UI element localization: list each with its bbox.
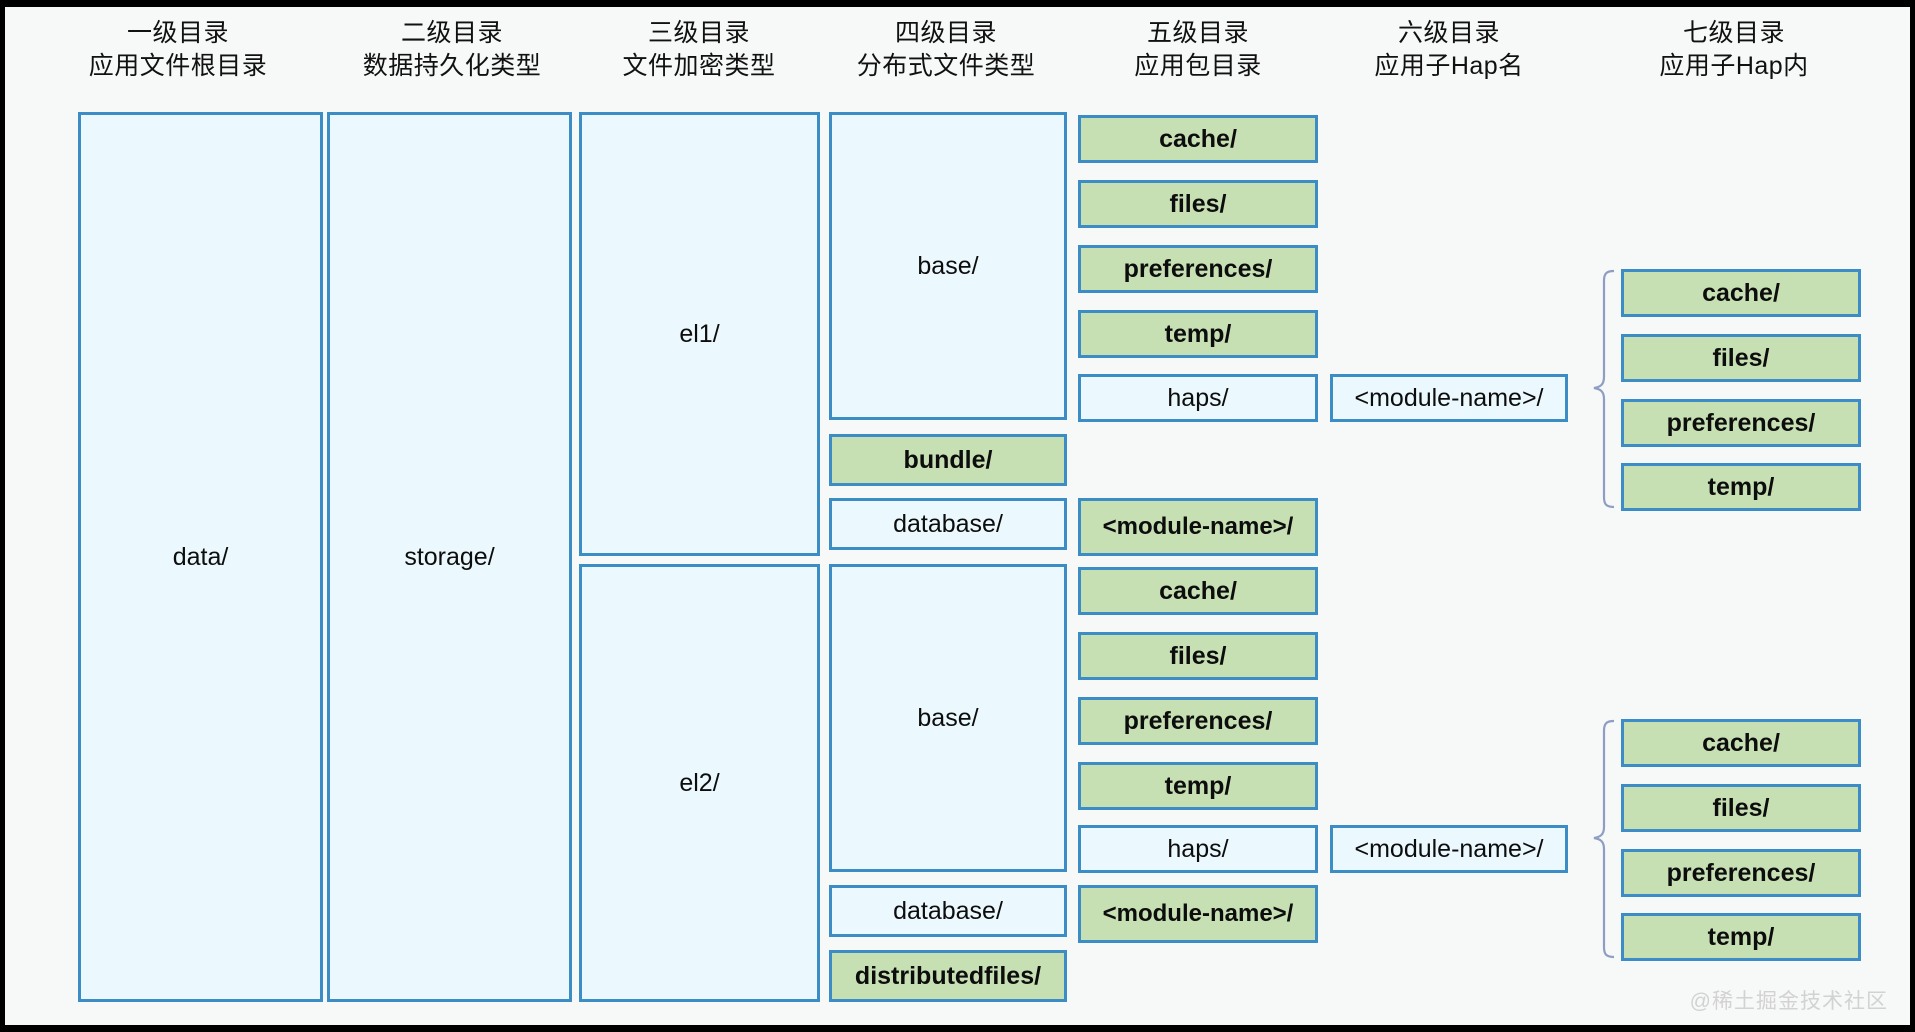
node-el1-files[interactable]: files/ (1078, 180, 1318, 228)
node-hap2-files[interactable]: files/ (1621, 784, 1861, 832)
bracket-connector-hap1 (1580, 269, 1620, 509)
column-header-7: 七级目录 应用子Hap内 (1609, 17, 1859, 83)
column-header-5-desc: 应用包目录 (1134, 52, 1262, 80)
node-hap2-files-label: files/ (1712, 794, 1770, 822)
column-header-1-desc: 应用文件根目录 (88, 52, 268, 80)
node-hap1-cache-label: cache/ (1702, 279, 1780, 307)
node-el2-haps-label: haps/ (1167, 835, 1229, 863)
column-header-5: 五级目录 应用包目录 (1073, 17, 1323, 83)
column-header-6-desc: 应用子Hap名 (1374, 52, 1524, 80)
node-hap2-temp[interactable]: temp/ (1621, 913, 1861, 961)
node-distributedfiles[interactable]: distributedfiles/ (829, 950, 1067, 1002)
node-hap2-cache[interactable]: cache/ (1621, 719, 1861, 767)
watermark: @稀土掘金技术社区 (1689, 990, 1888, 1013)
column-header-2: 二级目录 数据持久化类型 (327, 17, 577, 83)
column-header-1-level: 一级目录 (126, 19, 229, 47)
node-el1-cache-label: cache/ (1159, 125, 1237, 153)
column-header-3-desc: 文件加密类型 (622, 52, 776, 80)
column-header-3-level: 三级目录 (647, 19, 750, 47)
column-header-4-level: 四级目录 (894, 19, 997, 47)
node-storage-label: storage/ (404, 543, 495, 571)
node-base-el2[interactable]: base/ (829, 564, 1067, 872)
node-database-el1-label: database/ (893, 510, 1003, 538)
column-header-2-level: 二级目录 (400, 19, 503, 47)
node-hap1-temp[interactable]: temp/ (1621, 463, 1861, 511)
node-hap1-files-label: files/ (1712, 344, 1770, 372)
node-el1-label: el1/ (679, 320, 720, 348)
node-hap2-cache-label: cache/ (1702, 729, 1780, 757)
column-header-4: 四级目录 分布式文件类型 (821, 17, 1071, 83)
node-el1-cache[interactable]: cache/ (1078, 115, 1318, 163)
node-base-el1-label: base/ (917, 252, 979, 280)
node-el2[interactable]: el2/ (579, 564, 820, 1002)
node-hap2-temp-label: temp/ (1707, 923, 1775, 951)
node-el1-files-label: files/ (1169, 190, 1227, 218)
node-distributedfiles-label: distributedfiles/ (854, 962, 1042, 990)
node-base-el2-label: base/ (917, 704, 979, 732)
node-data-label: data/ (172, 543, 229, 571)
node-database-el2-label: database/ (893, 897, 1003, 925)
column-header-7-level: 七级目录 (1682, 19, 1785, 47)
node-el1-db-module-name-label: <module-name>/ (1102, 512, 1294, 540)
node-bundle[interactable]: bundle/ (829, 434, 1067, 486)
node-el1-haps[interactable]: haps/ (1078, 374, 1318, 422)
node-el2-files[interactable]: files/ (1078, 632, 1318, 680)
node-data[interactable]: data/ (78, 112, 323, 1002)
node-el1-haps-label: haps/ (1167, 384, 1229, 412)
node-el2-temp-label: temp/ (1164, 772, 1232, 800)
node-hap1-temp-label: temp/ (1707, 473, 1775, 501)
column-header-2-desc: 数据持久化类型 (362, 52, 542, 80)
node-el2-cache-label: cache/ (1159, 577, 1237, 605)
column-header-3: 三级目录 文件加密类型 (574, 17, 824, 83)
node-el2-label: el2/ (679, 769, 720, 797)
column-header-7-desc: 应用子Hap内 (1659, 52, 1809, 80)
column-header-4-desc: 分布式文件类型 (856, 52, 1036, 80)
column-header-6-level: 六级目录 (1397, 19, 1500, 47)
node-base-el1[interactable]: base/ (829, 112, 1067, 420)
node-hap2-preferences-label: preferences/ (1666, 859, 1816, 887)
node-el1-preferences-label: preferences/ (1123, 255, 1273, 283)
node-hap1-files[interactable]: files/ (1621, 334, 1861, 382)
column-header-6: 六级目录 应用子Hap名 (1324, 17, 1574, 83)
node-el2-preferences-label: preferences/ (1123, 707, 1273, 735)
node-storage[interactable]: storage/ (327, 112, 572, 1002)
node-hap1-preferences-label: preferences/ (1666, 409, 1816, 437)
node-el1-module-name-label: <module-name>/ (1354, 384, 1544, 412)
node-el1-temp-label: temp/ (1164, 320, 1232, 348)
node-el1-preferences[interactable]: preferences/ (1078, 245, 1318, 293)
column-header-5-level: 五级目录 (1146, 19, 1249, 47)
node-el2-temp[interactable]: temp/ (1078, 762, 1318, 810)
node-el1-temp[interactable]: temp/ (1078, 310, 1318, 358)
node-el2-cache[interactable]: cache/ (1078, 567, 1318, 615)
node-el2-module-name[interactable]: <module-name>/ (1330, 825, 1568, 873)
node-el2-files-label: files/ (1169, 642, 1227, 670)
column-header-1: 一级目录 应用文件根目录 (53, 17, 303, 83)
node-el2-db-module-name-label: <module-name>/ (1102, 899, 1294, 927)
node-database-el2[interactable]: database/ (829, 885, 1067, 937)
node-bundle-label: bundle/ (903, 446, 993, 474)
node-database-el1[interactable]: database/ (829, 498, 1067, 550)
node-hap1-cache[interactable]: cache/ (1621, 269, 1861, 317)
node-hap2-preferences[interactable]: preferences/ (1621, 849, 1861, 897)
bracket-connector-hap2 (1580, 719, 1620, 959)
node-el2-db-module-name[interactable]: <module-name>/ (1078, 885, 1318, 943)
node-el1-module-name[interactable]: <module-name>/ (1330, 374, 1568, 422)
node-el2-module-name-label: <module-name>/ (1354, 835, 1544, 863)
node-el1[interactable]: el1/ (579, 112, 820, 556)
node-el2-preferences[interactable]: preferences/ (1078, 697, 1318, 745)
node-el1-db-module-name[interactable]: <module-name>/ (1078, 498, 1318, 556)
node-el2-haps[interactable]: haps/ (1078, 825, 1318, 873)
node-hap1-preferences[interactable]: preferences/ (1621, 399, 1861, 447)
